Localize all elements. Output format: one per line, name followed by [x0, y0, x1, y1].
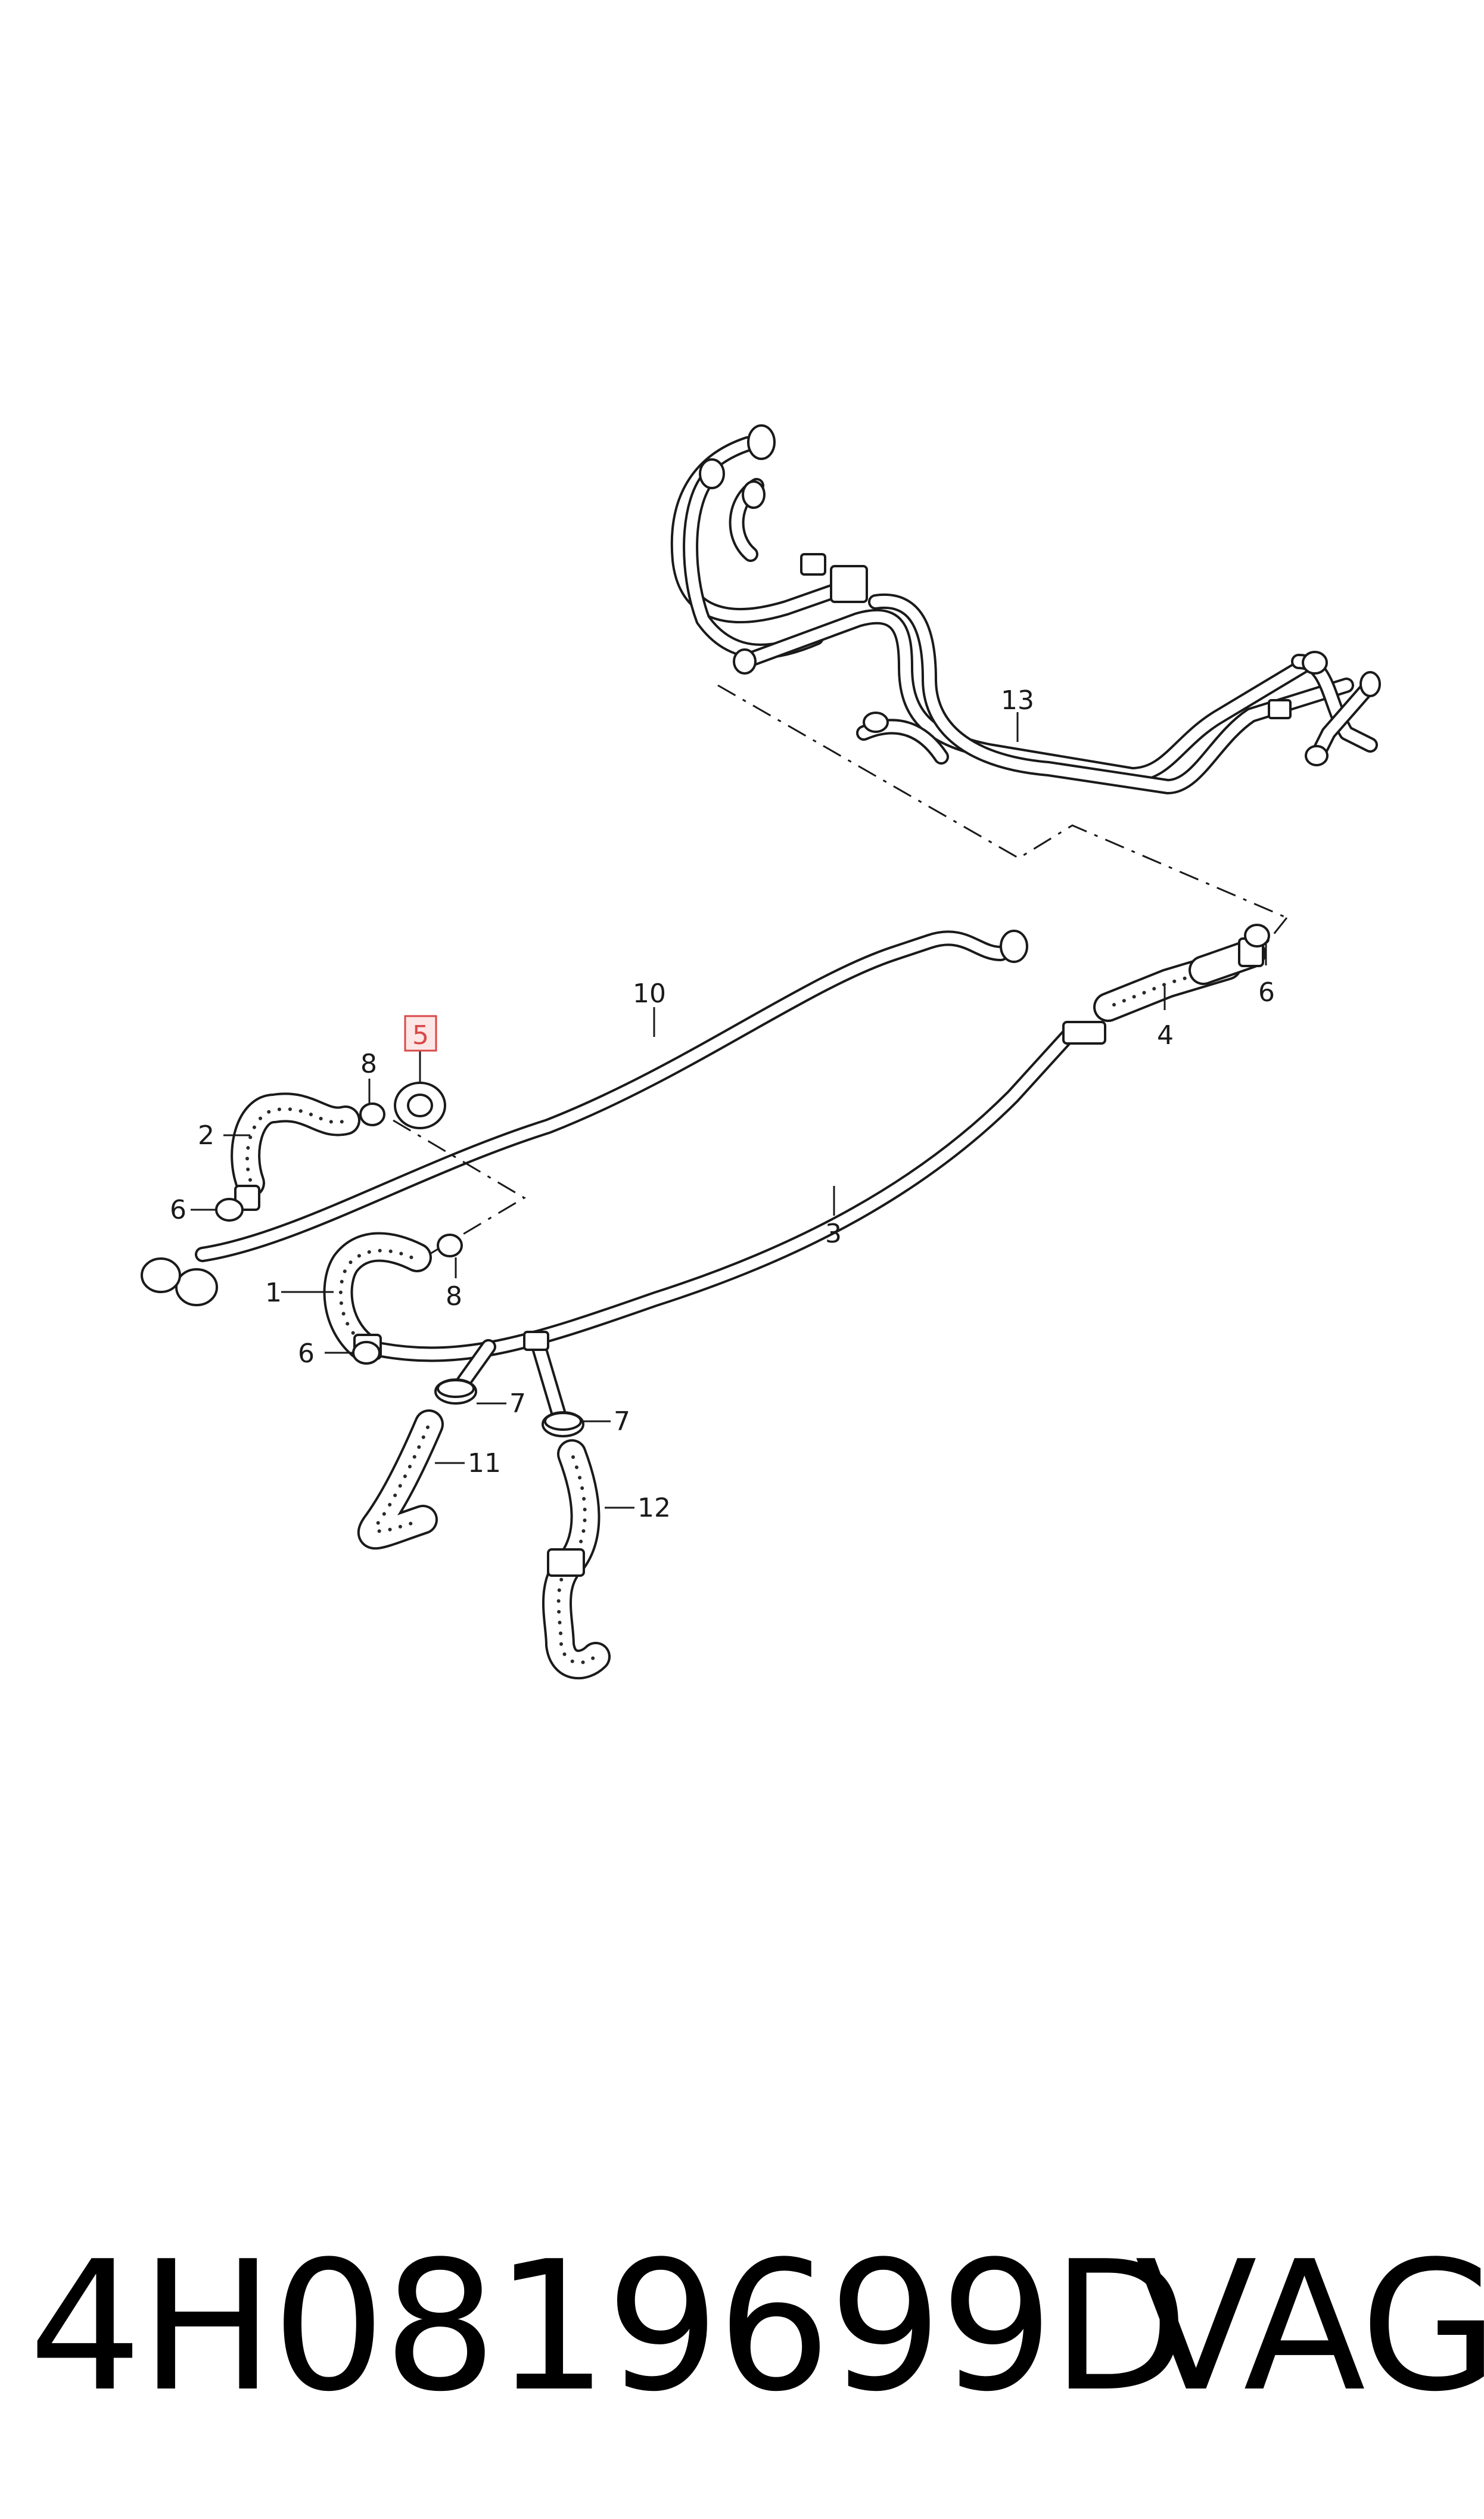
clip-8-upper: [359, 1102, 385, 1126]
callout-8-upper: 8: [360, 1049, 377, 1079]
clip-6-middle: [352, 1341, 381, 1365]
clip-6-right: [1244, 924, 1270, 948]
callout-2: 2: [198, 1120, 214, 1151]
callout-6-left: 6: [170, 1195, 186, 1225]
callout-6-right: 6: [1258, 977, 1275, 1008]
callout-7-left: 7: [509, 1389, 526, 1419]
clip-7-left: [437, 1379, 475, 1398]
callout-5: 5: [412, 1020, 429, 1051]
hose-11: [357, 1339, 496, 1550]
callout-labels: 13 10 4 6 3 5 8 2 6 1 6 8 7 7 11 12: [170, 685, 1275, 1523]
callout-6-middle: 6: [298, 1338, 315, 1369]
clip-8-lower: [437, 1234, 463, 1257]
pipe-10: [141, 930, 1028, 1306]
hose-12: [523, 1330, 611, 1679]
callout-12: 12: [637, 1493, 671, 1523]
flange-5: [394, 1082, 446, 1129]
hose-1: [323, 1232, 432, 1362]
callout-11: 11: [468, 1448, 501, 1479]
callout-1: 1: [265, 1278, 282, 1308]
callout-5-highlight: [404, 1015, 437, 1052]
pipe-3: [374, 1021, 1106, 1362]
callout-8-lower: 8: [446, 1281, 462, 1312]
pipe-assembly-13: [670, 424, 1381, 794]
callout-7-right: 7: [614, 1406, 630, 1437]
parts-diagram: 13 10 4 6 3 5 8 2 6 1 6 8 7 7 11 12: [141, 424, 1381, 1679]
reference-lines-lower: [393, 1119, 526, 1256]
callout-10: 10: [633, 979, 666, 1009]
clip-7-right: [544, 1412, 582, 1431]
callout-13: 13: [1001, 685, 1034, 716]
callout-leaders: [191, 712, 1267, 1509]
callout-4: 4: [1157, 1020, 1174, 1051]
part-number: 4H0819699D: [29, 2223, 1189, 2431]
hose-2: [231, 1092, 360, 1211]
clip-6-left: [215, 1198, 244, 1222]
hose-4: [1093, 937, 1266, 1022]
callout-3: 3: [825, 1219, 842, 1249]
brand-name: VAG: [1135, 2223, 1484, 2431]
